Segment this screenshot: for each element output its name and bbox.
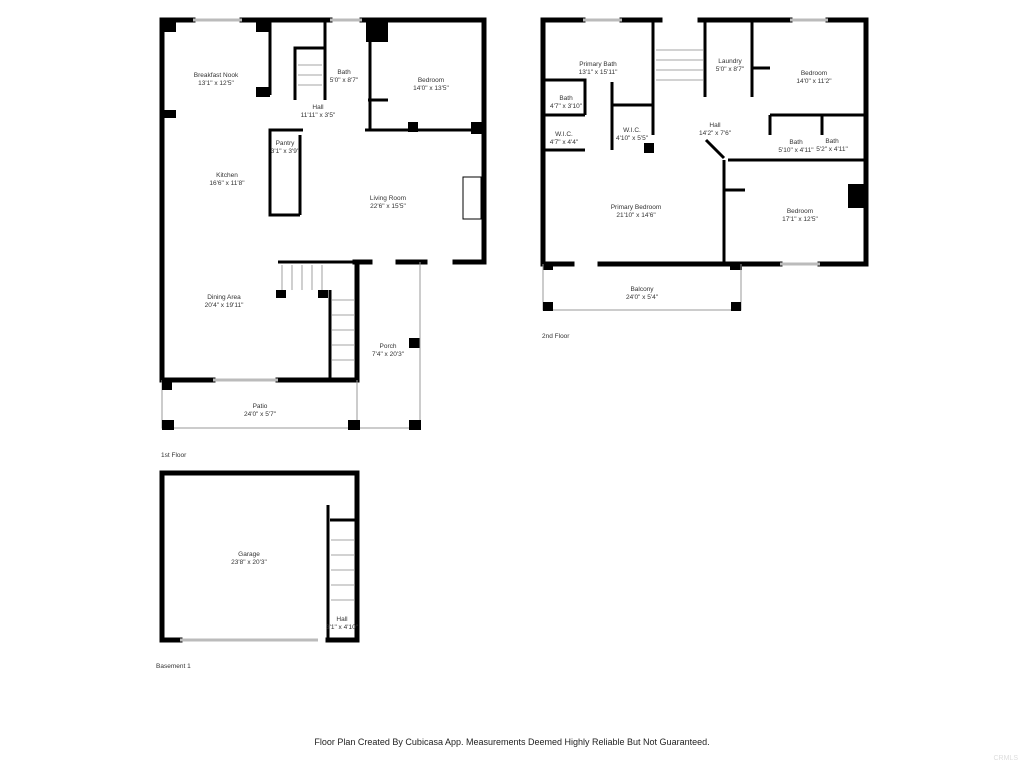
- basement-walls: [159, 470, 360, 643]
- room-dims: 24'0" x 5'7": [244, 411, 277, 418]
- room-dims: 5'0" x 8'7": [716, 66, 745, 73]
- room-dims: 14'0" x 11'2": [796, 78, 832, 85]
- second-floor-walls: [540, 17, 869, 311]
- room-dims: 4'7" x 4'4": [550, 139, 579, 146]
- room-label: Bedroom: [787, 208, 813, 215]
- room-label: Hall: [336, 616, 348, 623]
- first-floor-walls: [159, 17, 487, 430]
- room-label: Bath: [337, 69, 351, 76]
- room-label: Dining Area: [207, 294, 241, 301]
- room-dims: 5'10" x 4'11": [778, 147, 814, 154]
- room-dims: 22'6" x 15'5": [370, 203, 406, 210]
- room-dims: 7'4" x 20'3": [372, 351, 405, 358]
- room-dims: 14'0" x 13'5": [413, 85, 449, 92]
- room-label: W.I.C.: [623, 127, 641, 134]
- floor-label: Basement 1: [156, 663, 191, 670]
- room-label: Pantry: [276, 140, 296, 147]
- room-label: Bath: [825, 138, 839, 145]
- disclaimer-footer: Floor Plan Created By Cubicasa App. Meas…: [314, 737, 710, 747]
- room-label: Breakfast Nook: [194, 72, 239, 79]
- room-label: Primary Bath: [579, 61, 617, 68]
- room-label: Bath: [559, 95, 573, 102]
- room-dims: 5'2" x 4'11": [816, 146, 848, 153]
- room-label: Bath: [789, 139, 803, 146]
- room-label: Primary Bedroom: [611, 204, 662, 211]
- room-label: Bedroom: [801, 70, 827, 77]
- room-dims: 13'1" x 12'5": [198, 80, 234, 87]
- room-dims: 3'1" x 3'9": [271, 148, 300, 155]
- room-dims: 4'7" x 3'10": [550, 103, 583, 110]
- room-label: Balcony: [630, 286, 654, 293]
- room-label: Patio: [253, 403, 268, 410]
- room-dims: 5'0" x 8'7": [330, 77, 359, 84]
- room-dims: 17'1" x 12'5": [782, 216, 818, 223]
- room-dims: 20'4" x 19'11": [205, 302, 244, 309]
- room-dims: 24'0" x 5'4": [626, 294, 659, 301]
- watermark: CRMLS: [993, 755, 1018, 762]
- room-dims: 13'1" x 15'11": [579, 69, 618, 76]
- room-dims: 14'2" x 7'6": [699, 130, 732, 137]
- room-label: Hall: [312, 104, 324, 111]
- room-dims: 3'1" x 4'10": [326, 624, 359, 631]
- room-dims: 16'6" x 11'8": [209, 180, 245, 187]
- floor-label: 1st Floor: [161, 452, 187, 459]
- room-label: Kitchen: [216, 172, 238, 179]
- room-label: Porch: [380, 343, 397, 350]
- floor-label: 2nd Floor: [542, 333, 570, 340]
- room-label: Hall: [709, 122, 721, 129]
- room-label: Bedroom: [418, 77, 444, 84]
- room-label: Garage: [238, 551, 260, 558]
- room-dims: 23'8" x 20'3": [231, 559, 267, 566]
- room-label: Laundry: [718, 58, 742, 65]
- room-dims: 4'10" x 5'5": [616, 135, 649, 142]
- room-label: Living Room: [370, 195, 406, 202]
- room-dims: 11'11" x 3'5": [301, 112, 336, 119]
- room-dims: 21'10" x 14'6": [616, 212, 656, 219]
- room-label: W.I.C.: [555, 131, 573, 138]
